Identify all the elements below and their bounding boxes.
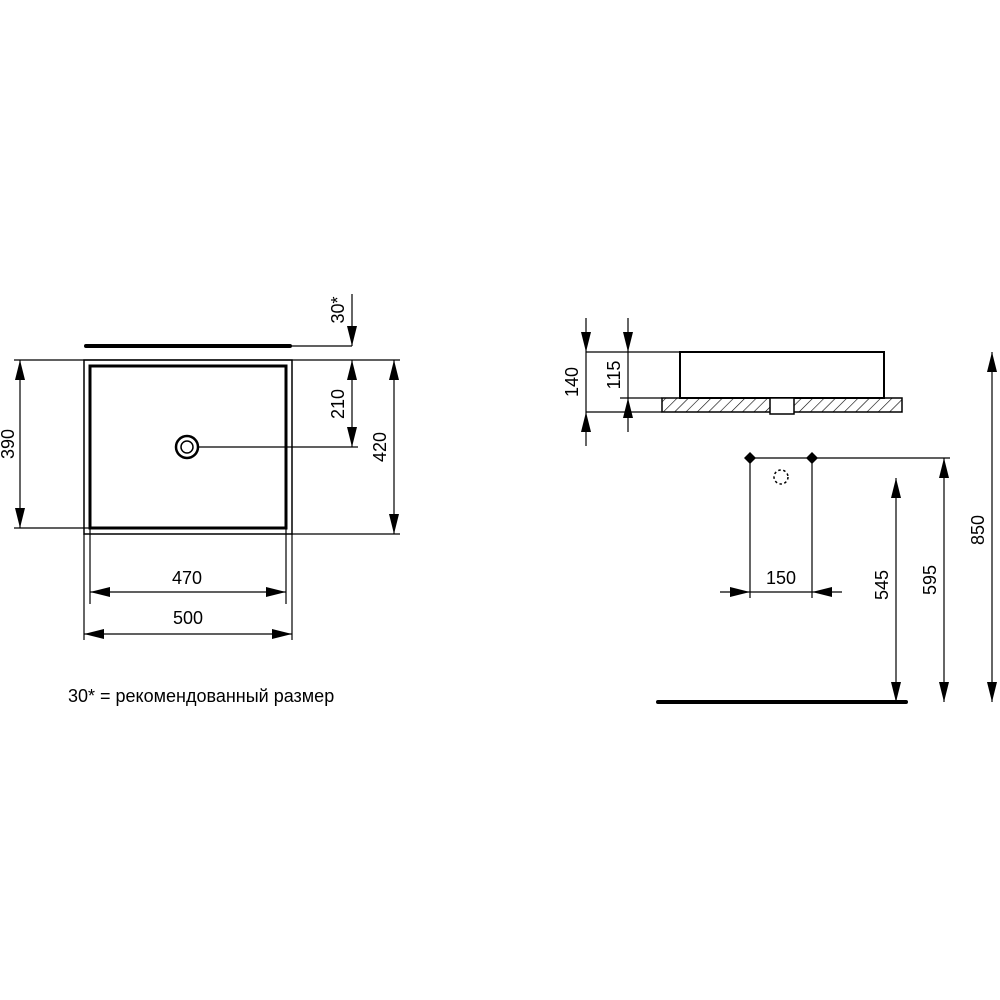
dim-label-595: 595 (920, 565, 940, 595)
dim-label-140: 140 (562, 367, 582, 397)
dim-label-390: 390 (0, 429, 18, 459)
dim-label-210: 210 (328, 389, 348, 419)
arrow (347, 326, 357, 346)
arrow (15, 508, 25, 528)
drain-icon (174, 434, 200, 460)
dim-label-500: 500 (173, 608, 203, 628)
arrow (623, 398, 633, 418)
dim-label-150: 150 (766, 568, 796, 588)
marker-dot (744, 452, 756, 464)
arrow (730, 587, 750, 597)
dim-label-115: 115 (604, 361, 624, 390)
arrow (812, 587, 832, 597)
arrow (939, 682, 949, 702)
dim-label-470: 470 (172, 568, 202, 588)
arrow (90, 587, 110, 597)
arrow (266, 587, 286, 597)
arrow (15, 360, 25, 380)
drain-opening (769, 397, 795, 415)
arrow (581, 412, 591, 432)
arrow (347, 427, 357, 447)
drain-position-icon (773, 469, 789, 485)
install-view: 150 545 595 850 (656, 352, 997, 704)
side-view: 140 115 (562, 318, 903, 446)
arrow (389, 360, 399, 380)
arrow (272, 629, 292, 639)
arrow (347, 360, 357, 380)
arrow (581, 332, 591, 352)
dim-label-30: 30* (328, 296, 348, 323)
dim-label-545: 545 (872, 570, 892, 600)
arrow (987, 352, 997, 372)
arrow (891, 682, 901, 702)
top-view: 390 420 210 30* 470 500 (0, 294, 400, 640)
arrow (987, 682, 997, 702)
arrow (84, 629, 104, 639)
footnote: 30* = рекомендованный размер (68, 686, 334, 706)
basin-side-outline (679, 351, 885, 399)
arrow (939, 458, 949, 478)
arrow (891, 478, 901, 498)
arrow (623, 332, 633, 352)
dim-label-850: 850 (968, 515, 988, 545)
dim-label-420: 420 (370, 432, 390, 462)
marker-dot (806, 452, 818, 464)
arrow (389, 514, 399, 534)
